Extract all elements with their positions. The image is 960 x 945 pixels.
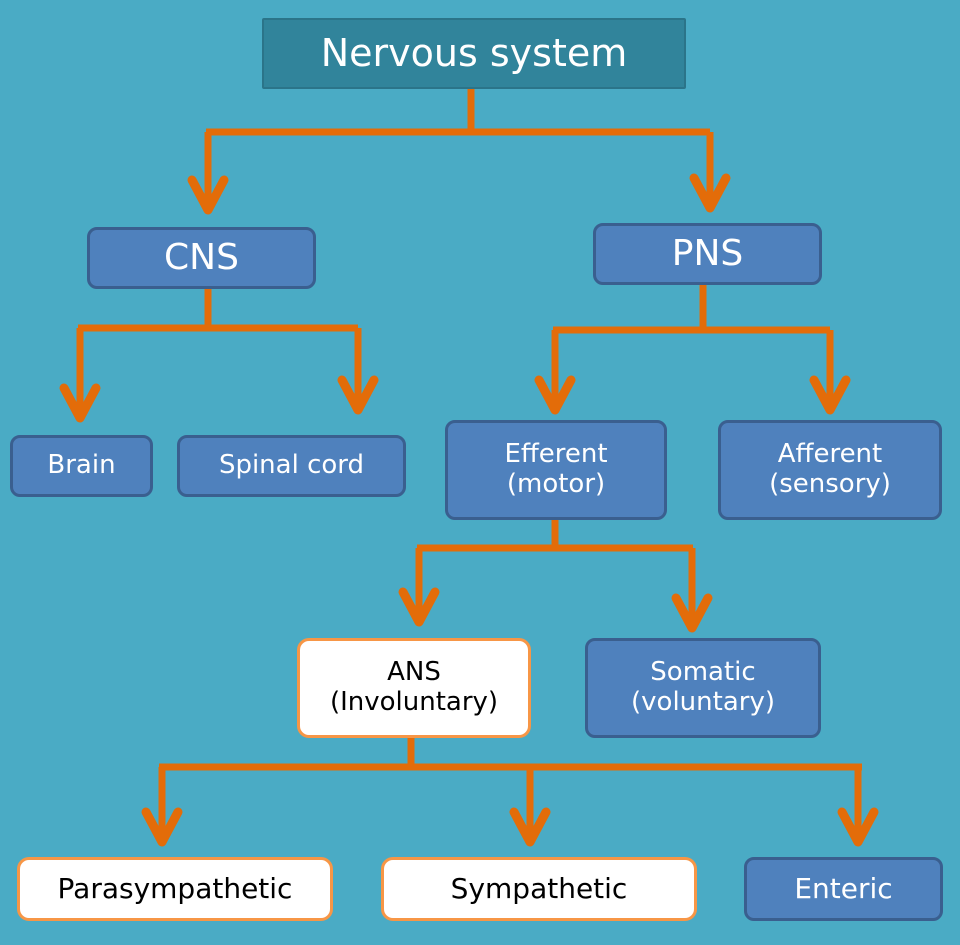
node-label: Afferent (sensory) (769, 439, 891, 499)
arrow-to-somatic-arrowhead-icon (671, 593, 713, 633)
node-somatic: Somatic (voluntary) (585, 638, 821, 738)
node-sympathetic: Sympathetic (381, 857, 697, 921)
node-label: Parasympathetic (57, 871, 293, 905)
arrow-to-ans-arrowhead-icon (398, 587, 440, 627)
arrow-to-brain-arrowhead-icon (59, 383, 101, 423)
arrow-to-sympathetic-arrowhead-icon (509, 807, 551, 847)
node-label: Efferent (motor) (504, 439, 608, 499)
node-ans: ANS (Involuntary) (297, 638, 531, 738)
arrow-to-afferent-arrowhead-icon (809, 375, 851, 415)
node-label: Sympathetic (450, 871, 628, 905)
node-enteric: Enteric (744, 857, 943, 921)
node-afferent: Afferent (sensory) (718, 420, 942, 520)
node-label: CNS (164, 237, 239, 279)
arrow-to-efferent-arrowhead-icon (534, 375, 576, 415)
arrow-to-enteric-arrowhead-icon (837, 807, 879, 847)
node-nervous-system: Nervous system (262, 18, 686, 89)
node-parasympathetic: Parasympathetic (17, 857, 333, 921)
arrow-to-pns-arrowhead-icon (689, 173, 731, 213)
node-label: Somatic (voluntary) (631, 657, 775, 717)
node-efferent: Efferent (motor) (445, 420, 667, 520)
node-label: PNS (671, 233, 744, 275)
node-label: Enteric (794, 871, 893, 905)
node-cns: CNS (87, 227, 316, 289)
arrow-to-spinal-cord-arrowhead-icon (337, 375, 379, 415)
node-label: Nervous system (320, 30, 628, 75)
node-label: ANS (Involuntary) (329, 657, 499, 717)
arrow-to-parasympathetic-arrowhead-icon (141, 807, 183, 847)
node-label: Spinal cord (218, 450, 365, 481)
arrow-to-cns-arrowhead-icon (187, 175, 229, 215)
node-label: Brain (47, 450, 116, 481)
node-pns: PNS (593, 223, 822, 285)
node-spinal-cord: Spinal cord (177, 435, 406, 497)
node-brain: Brain (10, 435, 153, 497)
